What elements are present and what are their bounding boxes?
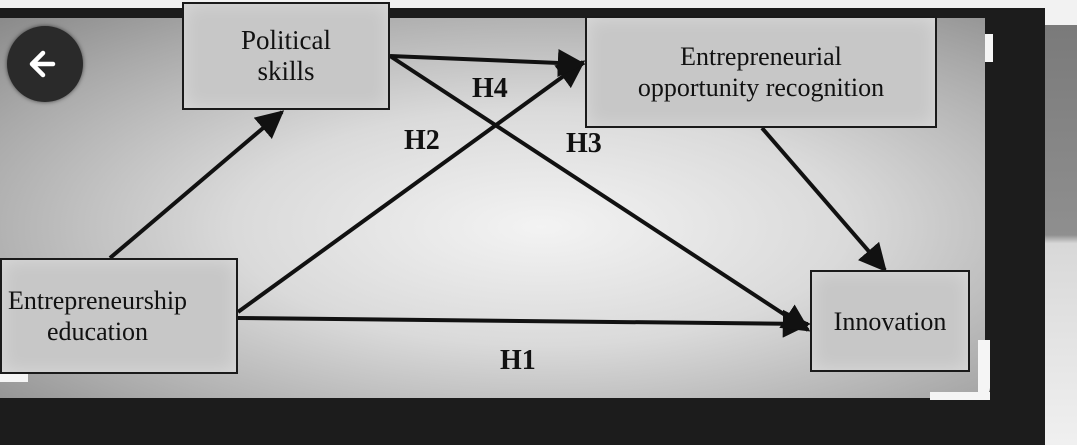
corner-mark-bottom-left xyxy=(0,374,28,382)
corner-mark-top-right xyxy=(985,34,993,62)
side-panel xyxy=(1045,25,1077,445)
label-h3: H3 xyxy=(566,128,602,159)
back-button[interactable] xyxy=(7,26,83,102)
node-opportunity-recognition: Entrepreneurial opportunity recognition xyxy=(585,16,937,128)
arrow-left-icon xyxy=(29,50,56,78)
label-h4: H4 xyxy=(472,73,508,104)
label-h1: H1 xyxy=(500,345,536,376)
right-panel-top xyxy=(1045,0,1077,25)
node-entrepreneurship-education: Entrepreneurship education xyxy=(0,258,238,374)
corner-mark-bottom-right xyxy=(978,340,990,400)
corner-mark-bottom-right-h xyxy=(930,392,990,400)
node-entrepreneurship-education-label: Entrepreneurship education xyxy=(8,286,188,346)
node-innovation: Innovation xyxy=(810,270,970,372)
label-h2: H2 xyxy=(404,125,440,156)
node-innovation-label: Innovation xyxy=(833,306,947,336)
node-opportunity-recognition-label: Entrepreneurial opportunity recognition xyxy=(637,42,885,102)
node-political-skills: Political skills xyxy=(182,2,390,110)
node-political-skills-label: Political skills xyxy=(241,25,331,86)
